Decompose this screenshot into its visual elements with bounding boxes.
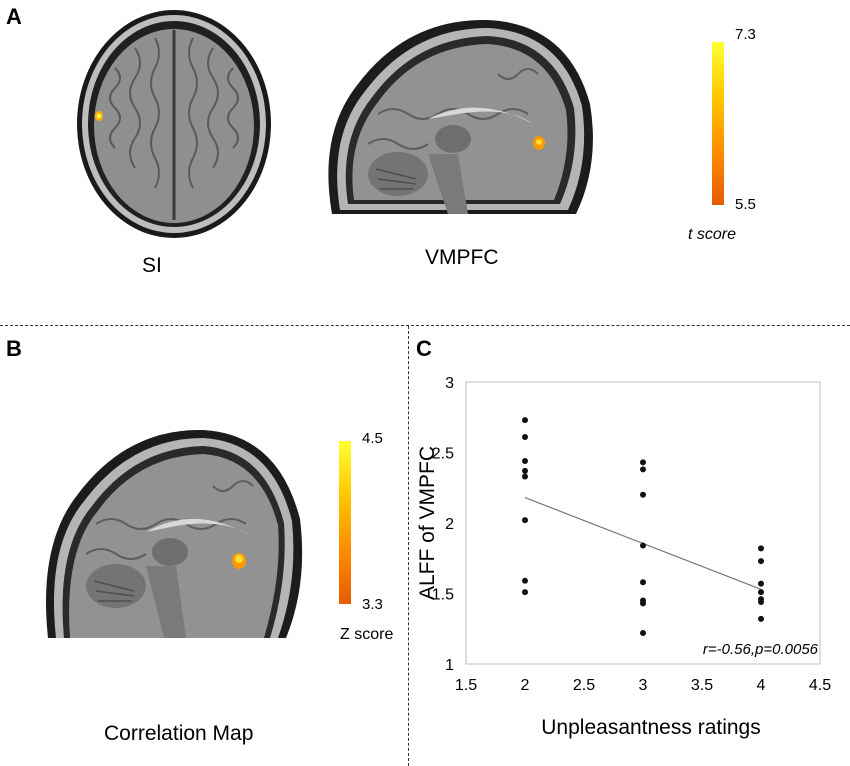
data-point — [522, 433, 528, 440]
data-point — [758, 615, 764, 622]
data-point — [640, 459, 646, 466]
horizontal-divider — [0, 325, 850, 326]
y-tick-label: 1 — [445, 657, 454, 674]
plot-area-frame — [465, 381, 821, 665]
y-tick-label: 2 — [445, 516, 454, 533]
x-tick-label: 4 — [757, 677, 766, 694]
data-point — [522, 577, 528, 584]
data-point — [640, 600, 646, 607]
data-point — [640, 629, 646, 636]
vertical-divider — [408, 326, 409, 766]
data-point — [758, 580, 764, 587]
x-tick-label: 2 — [521, 677, 530, 694]
sagittal-brain-image-a — [328, 19, 593, 214]
panel-letter-a: A — [6, 4, 22, 29]
z-score-max-label: 4.5 — [362, 430, 383, 447]
data-point — [640, 542, 646, 549]
data-point — [522, 457, 528, 464]
vmpfc-caption: VMPFC — [425, 246, 499, 269]
y-tick-label: 2.5 — [432, 446, 454, 463]
data-point — [758, 598, 764, 605]
t-score-title: t score — [688, 226, 737, 243]
data-point — [640, 579, 646, 586]
t-score-min-label: 5.5 — [735, 196, 756, 213]
sagittal-brain-image-b — [46, 429, 303, 638]
axial-brain-image — [77, 10, 271, 238]
panel-letter-c: C — [416, 336, 432, 361]
z-score-min-label: 3.3 — [362, 596, 383, 613]
data-point — [758, 558, 764, 565]
data-point — [640, 466, 646, 473]
x-axis-label: Unpleasantness ratings — [541, 716, 760, 739]
si-caption: SI — [142, 254, 162, 277]
x-tick-label: 1.5 — [455, 677, 477, 694]
data-point — [640, 491, 646, 498]
data-point — [522, 417, 528, 424]
data-point — [758, 545, 764, 552]
data-point — [522, 517, 528, 524]
correlation-annotation: r=-0.56,p=0.0056 — [703, 641, 819, 658]
x-tick-label: 3.5 — [691, 677, 713, 694]
y-tick-label: 1.5 — [432, 587, 454, 604]
y-tick-label: 3 — [445, 375, 454, 392]
t-score-max-label: 7.3 — [735, 26, 756, 43]
z-score-colorbar — [339, 441, 351, 604]
x-tick-label: 3 — [639, 677, 648, 694]
data-point — [522, 473, 528, 480]
z-score-title: Z score — [340, 626, 394, 643]
x-tick-label: 4.5 — [809, 677, 831, 694]
panel-letter-b: B — [6, 336, 22, 361]
x-tick-label: 2.5 — [573, 677, 595, 694]
data-point — [522, 467, 528, 474]
correlation-map-caption: Correlation Map — [104, 722, 254, 745]
y-axis-label: ALFF of VMPFC — [416, 446, 439, 600]
data-point — [522, 589, 528, 596]
t-score-colorbar — [712, 42, 724, 205]
data-point — [758, 589, 764, 596]
